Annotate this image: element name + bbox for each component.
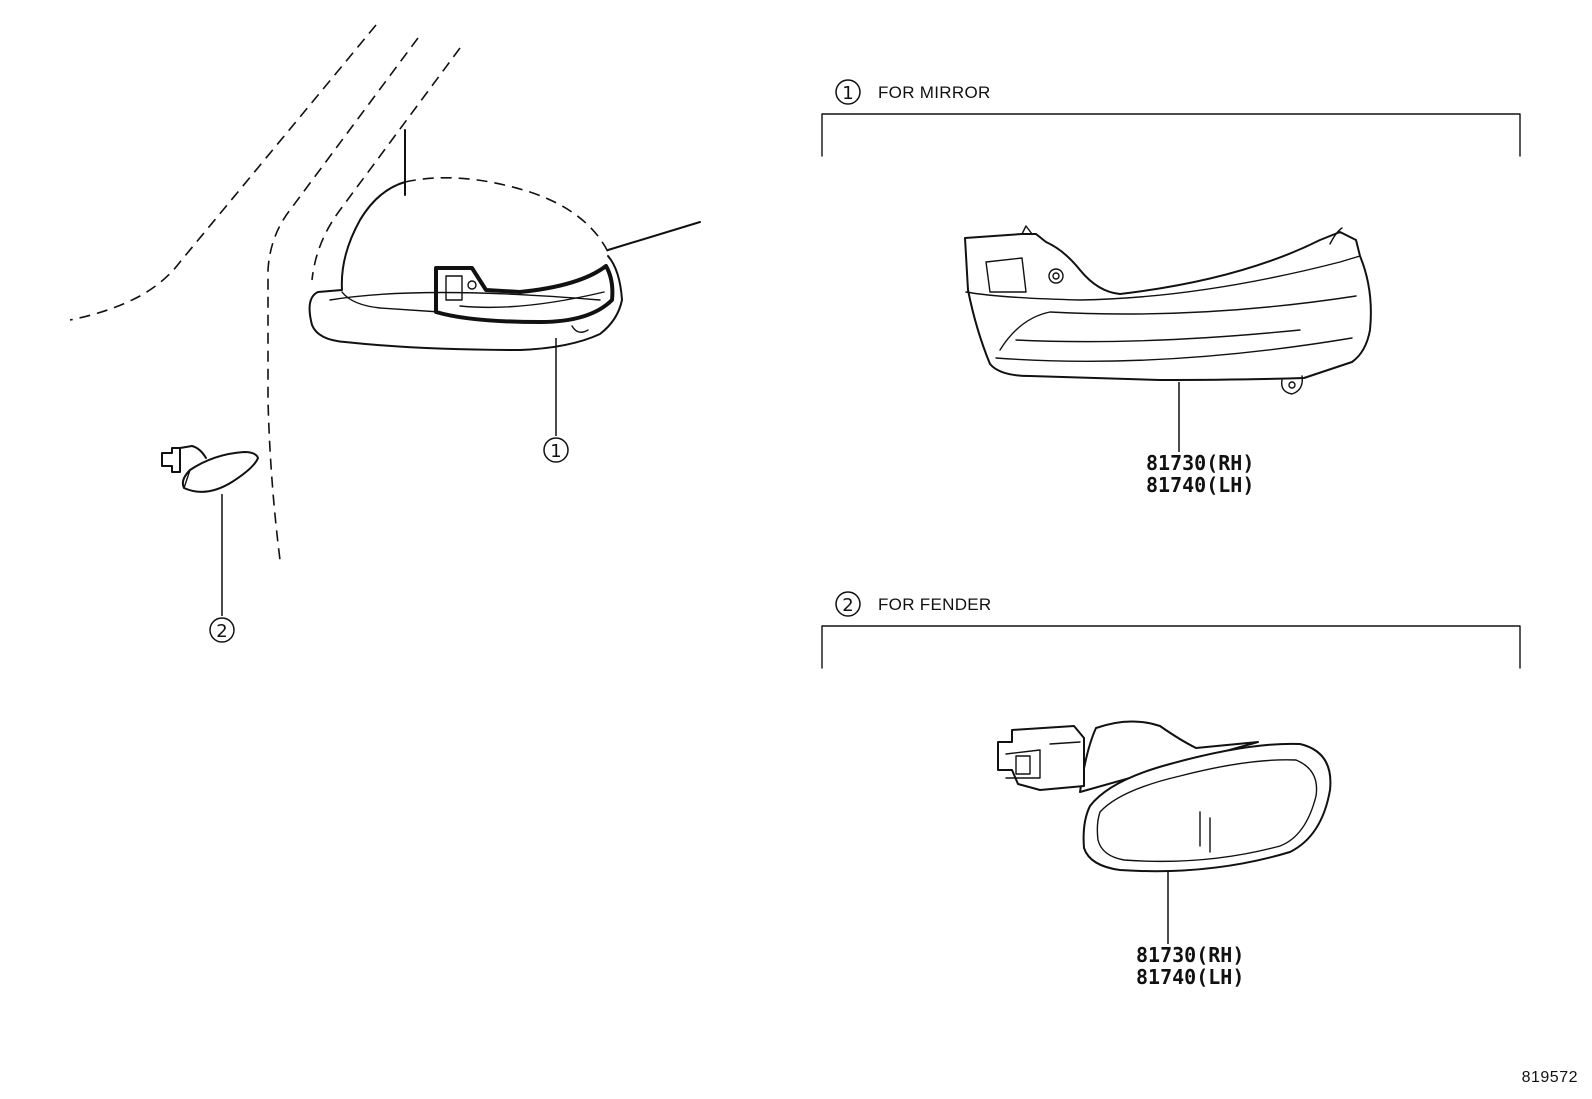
signal-bottom-tab-hole xyxy=(1288,381,1296,389)
section-2-title: FOR FENDER xyxy=(878,595,992,614)
mirror-arm-line xyxy=(607,221,701,251)
signal-outline xyxy=(434,264,615,324)
signal-mount-hole xyxy=(1048,268,1064,284)
fender-part-number-lh: 81740(LH) xyxy=(1136,965,1244,989)
marker-connector-rib xyxy=(1049,741,1081,745)
section-2-number: 2 xyxy=(842,595,853,616)
fender-side-marker-part xyxy=(997,720,1332,873)
section-1-marker: 1 xyxy=(835,79,861,105)
signal-right-clip xyxy=(1329,227,1343,245)
mirror-lower-edge xyxy=(341,291,441,313)
mirror-part-number-lh: 81740(LH) xyxy=(1146,473,1254,497)
body-outline-dashed xyxy=(69,24,377,321)
callout-2-label: 2 xyxy=(216,621,227,642)
signal-lens-center xyxy=(1015,329,1301,343)
mirror-turn-signal-small xyxy=(434,264,615,333)
pillar-outline-dashed xyxy=(267,37,419,561)
section-2-marker: 2 xyxy=(835,591,861,617)
signal-tab xyxy=(571,325,589,333)
section-1-title: FOR MIRROR xyxy=(878,83,991,102)
marker-socket xyxy=(179,445,207,459)
mirror-top-dashed xyxy=(404,176,611,257)
marker-lens-outer xyxy=(1082,742,1332,873)
signal-lens-line xyxy=(459,291,605,309)
marker-lens-inner xyxy=(1096,759,1318,863)
section-1-number: 1 xyxy=(842,83,853,104)
vehicle-overview: 1 2 xyxy=(69,24,701,643)
marker-lens-edge xyxy=(183,469,191,489)
figure-code: 819572 xyxy=(1522,1069,1578,1086)
signal-lens-lower xyxy=(995,337,1353,362)
signal-bracket xyxy=(445,275,463,301)
marker-connector-slot xyxy=(1015,755,1031,775)
signal-lens-upper xyxy=(999,295,1357,351)
mirror-turn-signal-part xyxy=(964,225,1372,395)
marker-connector-face xyxy=(1005,749,1041,779)
signal-mount-hole-inner xyxy=(1052,272,1060,280)
signal-housing xyxy=(964,231,1372,381)
marker-connector-body xyxy=(997,725,1085,791)
section-for-mirror: 1 FOR MIRROR 81730(RH) 81740(LH) xyxy=(821,79,1521,497)
section-1-bracket xyxy=(821,113,1521,157)
mirror-outline xyxy=(308,181,623,351)
callout-2-marker: 2 xyxy=(209,617,235,643)
side-mirror-housing xyxy=(308,176,623,351)
signal-top-clip xyxy=(1021,225,1033,235)
door-outline-dashed xyxy=(311,47,461,281)
marker-connector xyxy=(161,447,181,473)
mirror-part-number-rh: 81730(RH) xyxy=(1146,451,1254,475)
marker-lens xyxy=(181,451,259,493)
signal-bracket-tab xyxy=(985,257,1027,293)
fender-part-number-rh: 81730(RH) xyxy=(1136,943,1244,967)
signal-screw xyxy=(467,280,477,290)
section-for-fender: 2 FOR FENDER 81730(RH) 81740(LH) xyxy=(821,591,1521,989)
signal-top-lens-line xyxy=(965,255,1361,301)
mirror-mid-line xyxy=(329,291,601,301)
section-2-bracket xyxy=(821,625,1521,669)
callout-1-marker: 1 xyxy=(543,437,569,463)
fender-side-marker-small xyxy=(161,445,259,493)
signal-bottom-tab xyxy=(1281,375,1303,395)
callout-1-label: 1 xyxy=(550,441,561,462)
marker-socket-body xyxy=(1079,720,1259,793)
